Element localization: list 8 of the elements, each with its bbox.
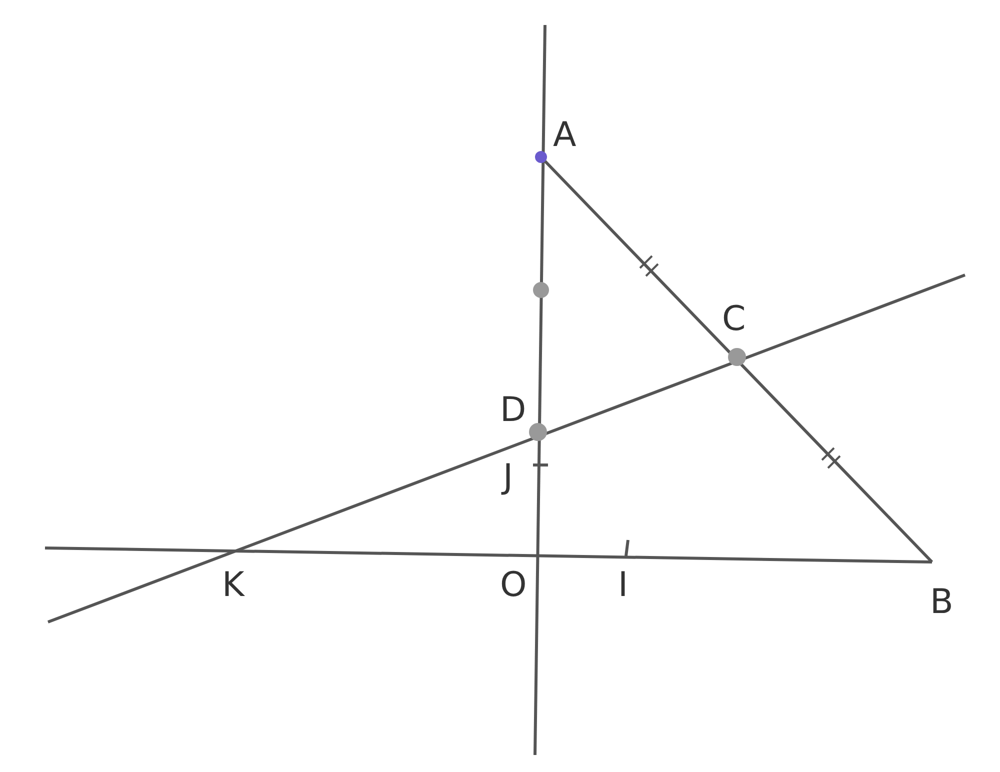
point-label: C bbox=[722, 302, 746, 336]
point-label: A bbox=[553, 118, 576, 152]
point-label: O bbox=[500, 568, 527, 602]
point-label: D bbox=[500, 393, 526, 427]
point-label: B bbox=[930, 585, 954, 619]
point-label: J bbox=[503, 460, 514, 494]
point-label: I bbox=[618, 568, 628, 602]
point-label: K bbox=[222, 568, 244, 602]
